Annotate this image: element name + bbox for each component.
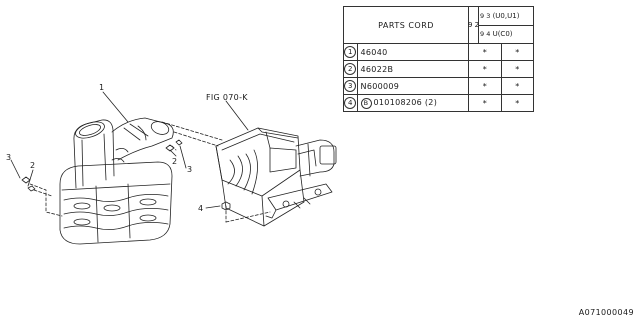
figure-reference-label: FIG 070-K xyxy=(206,93,248,102)
mark-col2-row2: * xyxy=(500,60,534,78)
leader-lines xyxy=(10,91,249,209)
callout-2-left: 2 xyxy=(30,161,35,170)
column-header-uc0: 9 4 U(C0) xyxy=(479,24,533,44)
mark-col2-row4: * xyxy=(500,94,534,112)
air-cleaner-case xyxy=(215,127,337,227)
part-number-1: 46040 xyxy=(356,43,470,61)
drawing-code: A071000049 xyxy=(578,308,634,317)
table-row: 3 N600009 * * xyxy=(343,77,534,95)
mark-col1-row4: * xyxy=(468,94,502,112)
mark-col1-row2: * xyxy=(468,60,502,78)
index-circle-3: 3 xyxy=(344,80,357,92)
part-number-2: 46022B xyxy=(356,60,470,78)
index-circle-2: 2 xyxy=(344,63,357,75)
index-circle-4: 4 xyxy=(344,97,357,109)
parts-table: PARTS CORD 9 2 9 3 (U0,U1) 9 4 U(C0) 1 4… xyxy=(343,6,534,112)
resonator-chamber xyxy=(59,117,174,245)
column-header-u0-u1: 9 3 (U0,U1) xyxy=(480,11,520,20)
callout-4: 4 xyxy=(198,204,203,213)
mark-col1-row3: * xyxy=(468,77,502,95)
bolt-symbol-icon: B xyxy=(360,97,372,109)
part-number-3: N600009 xyxy=(356,77,470,95)
parts-table-title: PARTS CORD xyxy=(343,6,469,44)
callout-2-right: 2 xyxy=(172,157,177,166)
table-row: 1 46040 * * xyxy=(343,43,534,61)
callout-1: 1 xyxy=(99,83,104,92)
index-circle-1: 1 xyxy=(344,46,357,58)
model-year-header: 9 2 9 3 (U0,U1) 9 4 U(C0) xyxy=(468,6,534,44)
table-row: 2 46022B * * xyxy=(343,60,534,78)
mark-col1-row1: * xyxy=(468,43,502,61)
callout-3-right: 3 xyxy=(187,165,192,174)
dashed-guide-lines xyxy=(29,121,271,223)
year-92-label: 9 2 xyxy=(468,7,479,43)
quantity-label: (2) xyxy=(424,97,438,107)
mark-col2-row3: * xyxy=(500,77,534,95)
fastener-clips xyxy=(21,139,231,211)
parts-table-header: PARTS CORD 9 2 9 3 (U0,U1) 9 4 U(C0) xyxy=(343,6,534,44)
callout-3-left: 3 xyxy=(6,153,11,162)
mark-col2-row1: * xyxy=(500,43,534,61)
